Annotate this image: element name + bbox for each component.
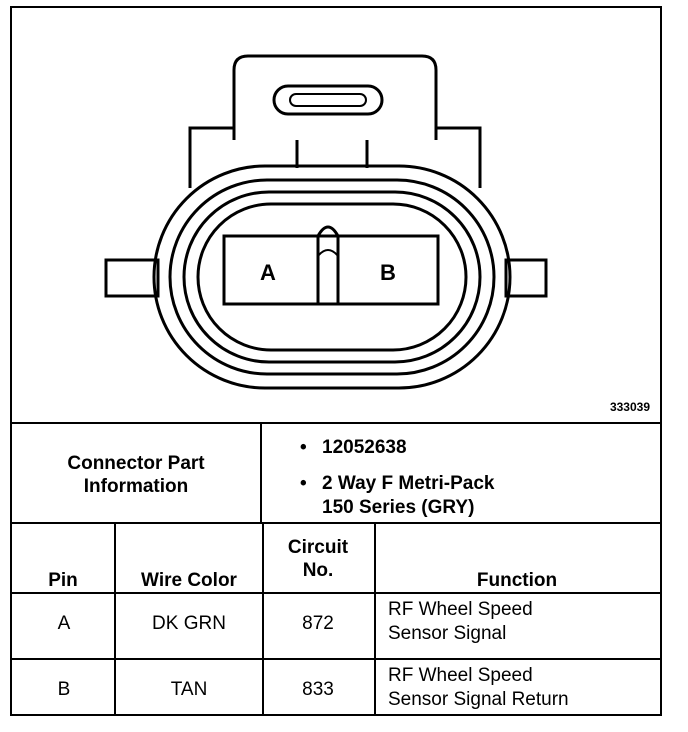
- part-number: 12052638: [322, 437, 407, 458]
- bullet-item: • 2 Way F Metri-Pack 150 Series (GRY): [300, 472, 494, 520]
- divider: [12, 592, 660, 594]
- pin-cavity: [222, 234, 440, 306]
- col-header-circuit-line1: Circuit: [287, 537, 349, 558]
- col-header-wire-color: Wire Color: [141, 570, 237, 591]
- row-a-wire-color: DK GRN: [152, 613, 226, 634]
- latch-tab: [232, 54, 438, 140]
- divider: [12, 522, 660, 524]
- housing-outer: [152, 164, 512, 390]
- latch-slot: [272, 84, 384, 116]
- row-a-function: RF Wheel Speed Sensor Signal: [388, 598, 533, 646]
- row-b-wire-color: TAN: [170, 679, 208, 700]
- part-info-bullets: • 12052638 • 2 Way F Metri-Pack 150 Seri…: [300, 436, 494, 520]
- row-a-function-line1: RF Wheel Speed: [388, 599, 533, 620]
- connector-diagram: A B: [104, 54, 548, 390]
- col-header-function: Function: [476, 570, 558, 591]
- connector-series: 150 Series (GRY): [322, 497, 475, 518]
- connector-info-sheet: A B 333039 Connector Part Information • …: [10, 6, 662, 716]
- row-b-function: RF Wheel Speed Sensor Signal Return: [388, 664, 569, 712]
- part-info-header: Connector Part Information: [12, 426, 260, 524]
- figure-id: 333039: [609, 400, 650, 414]
- part-info-header-line1: Connector Part: [67, 453, 205, 474]
- row-a-circuit: 872: [302, 613, 334, 634]
- col-header-circuit-line2: No.: [302, 560, 334, 581]
- divider: [12, 422, 660, 424]
- divider: [262, 524, 264, 714]
- col-header-circuit: Circuit No.: [262, 526, 374, 592]
- connector-type: 2 Way F Metri-Pack: [322, 473, 495, 494]
- bullet-item: • 12052638: [300, 436, 494, 460]
- row-a-pin: A: [57, 613, 71, 634]
- pin-b-label: B: [380, 260, 396, 285]
- divider: [374, 524, 376, 714]
- left-ear: [104, 258, 160, 298]
- right-ear: [504, 258, 548, 298]
- row-b-function-line1: RF Wheel Speed: [388, 665, 533, 686]
- bullet-icon: •: [300, 473, 307, 494]
- pin-a-label: A: [260, 260, 276, 285]
- divider: [114, 524, 116, 714]
- part-info-header-line2: Information: [83, 476, 189, 497]
- row-b-pin: B: [57, 679, 71, 700]
- bullet-icon: •: [300, 437, 307, 458]
- divider: [260, 424, 262, 524]
- row-b-function-line2: Sensor Signal Return: [388, 689, 569, 710]
- row-b-circuit: 833: [302, 679, 334, 700]
- row-a-function-line2: Sensor Signal: [388, 623, 507, 644]
- col-header-pin: Pin: [48, 570, 78, 591]
- divider: [12, 658, 660, 660]
